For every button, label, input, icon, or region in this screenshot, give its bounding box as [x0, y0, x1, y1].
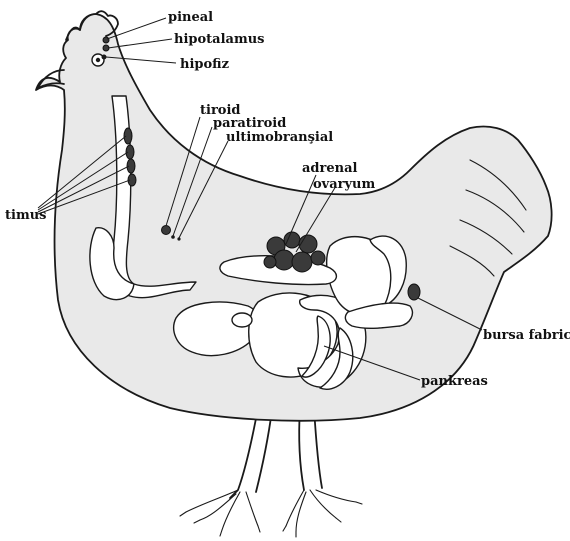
pineal-gland — [103, 37, 109, 43]
ovary-follicle — [311, 251, 325, 265]
label-pankreas: pankreas — [421, 374, 488, 389]
label-timus: timus — [5, 208, 46, 223]
ovary-follicle — [292, 252, 312, 272]
gallbladder — [232, 313, 252, 327]
ovary-follicle — [274, 250, 294, 270]
pituitary-gland — [102, 55, 107, 60]
label-ultimobransial: ultimobranşial — [226, 130, 333, 145]
label-hipotalamus: hipotalamus — [174, 32, 264, 47]
label-adrenal: adrenal — [302, 161, 358, 176]
ovary-follicle — [284, 232, 300, 248]
legs — [180, 408, 362, 537]
label-pineal: pineal — [168, 10, 213, 25]
label-bursa-fabricus: bursa fabricus — [483, 328, 570, 343]
thymus-lobe — [124, 128, 132, 144]
label-hipofiz: hipofiz — [180, 57, 229, 72]
thyroid-gland — [162, 226, 171, 235]
ovary-follicle — [264, 256, 276, 268]
ovary-follicle — [299, 235, 317, 253]
label-paratiroid: paratiroid — [213, 116, 286, 131]
label-ovaryum: ovaryum — [313, 177, 376, 192]
